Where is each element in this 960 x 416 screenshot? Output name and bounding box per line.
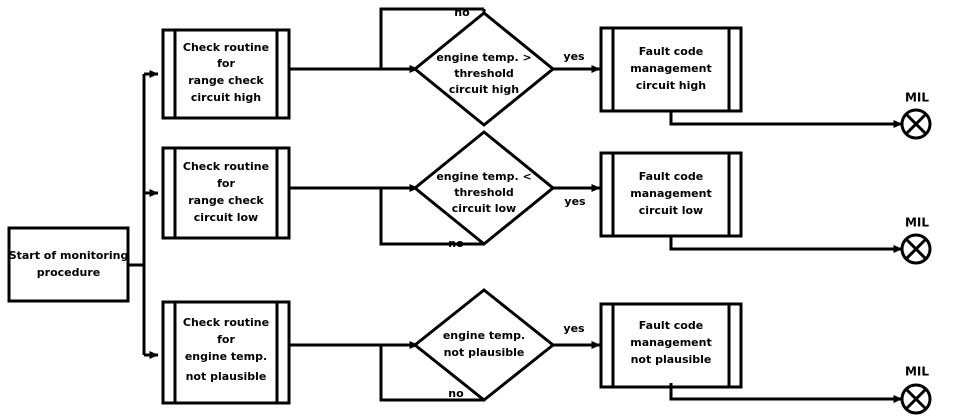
row-circuit-high: Check routine for range check circuit hi… xyxy=(161,6,932,140)
check-routine-box-outline-3 xyxy=(161,300,291,405)
fault-code-label-3-line3: not plausible xyxy=(631,353,712,366)
yes-label-2: yes xyxy=(564,195,586,208)
check-routine-label-2-line3: range check xyxy=(188,194,264,207)
fault-code-circuit-high[interactable]: Fault code management circuit high xyxy=(599,26,743,113)
start-branch-connector xyxy=(128,70,159,359)
row-circuit-low: Check routine for range check circuit lo… xyxy=(161,130,932,265)
mil-lamp-cross-b-3 xyxy=(904,387,928,411)
check-routine-box-outline-1 xyxy=(161,28,291,120)
mil-lamp-label-2: MIL xyxy=(905,216,929,230)
decision-label-2-line2: threshold xyxy=(454,186,514,199)
check-routine-circuit-low[interactable]: Check routine for range check circuit lo… xyxy=(161,146,291,240)
no-label-2: no xyxy=(448,237,464,250)
start-node[interactable]: Start of monitoring procedure xyxy=(7,226,130,303)
no-label-3: no xyxy=(448,387,464,400)
decision-label-3-line1: engine temp. xyxy=(443,329,525,342)
no-label-1: no xyxy=(454,6,470,19)
no-feedback-loop-1 xyxy=(379,7,484,71)
decision-label-1-line1: engine temp. > xyxy=(436,51,531,64)
no-feedback-loop-2 xyxy=(379,186,484,246)
fault-code-label-2-line1: Fault code xyxy=(639,170,703,183)
no-feedback-loop-3 xyxy=(379,343,484,402)
decision-label-1-line3: circuit high xyxy=(449,83,519,96)
check-routine-circuit-high[interactable]: Check routine for range check circuit hi… xyxy=(161,28,291,120)
decision-label-3-line2: not plausible xyxy=(444,346,525,359)
check-routine-label-2-line1: Check routine xyxy=(183,160,269,173)
check-routine-label-1-line1: Check routine xyxy=(183,41,269,54)
check-routine-label-1-line2: for xyxy=(217,57,235,70)
check-routine-label-1-line4: circuit high xyxy=(191,91,261,104)
fault-code-label-1-line3: circuit high xyxy=(636,79,706,92)
yes-label-3: yes xyxy=(563,322,585,335)
mil-lamp-label-3: MIL xyxy=(905,365,929,379)
start-label-line2: procedure xyxy=(37,266,100,279)
start-box-outline xyxy=(7,226,130,303)
fault-code-label-2-line3: circuit low xyxy=(639,204,703,217)
decision-diamond-outline-3 xyxy=(412,288,556,402)
connector-fault-to-lamp-3 xyxy=(669,387,903,403)
fault-code-circuit-low[interactable]: Fault code management circuit low xyxy=(599,151,743,238)
connector-fault-to-lamp-1 xyxy=(669,111,903,128)
fault-code-label-3-line1: Fault code xyxy=(639,319,703,332)
fault-code-label-1-line2: management xyxy=(630,62,712,75)
decision-circuit-low[interactable]: engine temp. < threshold circuit low xyxy=(412,130,556,246)
fault-code-label-2-line2: management xyxy=(630,187,712,200)
decision-not-plausible[interactable]: engine temp. not plausible xyxy=(412,288,556,402)
check-routine-label-1-line3: range check xyxy=(188,74,264,87)
fault-code-not-plausible[interactable]: Fault code management not plausible xyxy=(599,302,743,389)
mil-lamp-cross-b-2 xyxy=(904,237,928,261)
connector-fault-to-lamp-2 xyxy=(669,236,903,253)
mil-lamp-label-1: MIL xyxy=(905,91,929,105)
fault-code-box-outline-2 xyxy=(599,151,743,238)
decision-diamond-outline-1 xyxy=(412,11,556,127)
mil-lamp-not-plausible[interactable]: MIL xyxy=(900,365,932,415)
check-routine-label-2-line4: circuit low xyxy=(194,211,258,224)
decision-label-1-line2: threshold xyxy=(454,67,514,80)
check-routine-label-3-line1: Check routine xyxy=(183,316,269,329)
decision-diamond-outline-2 xyxy=(412,130,556,246)
start-label-line1: Start of monitoring xyxy=(9,249,129,262)
yes-label-1: yes xyxy=(563,50,585,63)
mil-lamp-circuit-low[interactable]: MIL xyxy=(900,216,932,265)
check-routine-label-3-line4: not plausible xyxy=(186,370,267,383)
fault-code-label-1-line1: Fault code xyxy=(639,45,703,58)
mil-lamp-cross-b-1 xyxy=(904,112,928,136)
check-routine-label-2-line2: for xyxy=(217,177,235,190)
decision-circuit-high[interactable]: engine temp. > threshold circuit high xyxy=(412,11,556,127)
check-routine-label-3-line2: for xyxy=(217,333,235,346)
decision-label-2-line3: circuit low xyxy=(452,202,516,215)
check-routine-label-3-line3: engine temp. xyxy=(185,350,267,363)
decision-label-2-line1: engine temp. < xyxy=(436,170,531,183)
fault-code-label-3-line2: management xyxy=(630,336,712,349)
check-routine-not-plausible[interactable]: Check routine for engine temp. not plaus… xyxy=(161,300,291,405)
check-routine-box-outline-2 xyxy=(161,146,291,240)
fault-code-box-outline-1 xyxy=(599,26,743,113)
mil-lamp-circuit-high[interactable]: MIL xyxy=(900,91,932,140)
row-not-plausible: Check routine for engine temp. not plaus… xyxy=(161,288,932,415)
fault-code-box-outline-3 xyxy=(599,302,743,389)
